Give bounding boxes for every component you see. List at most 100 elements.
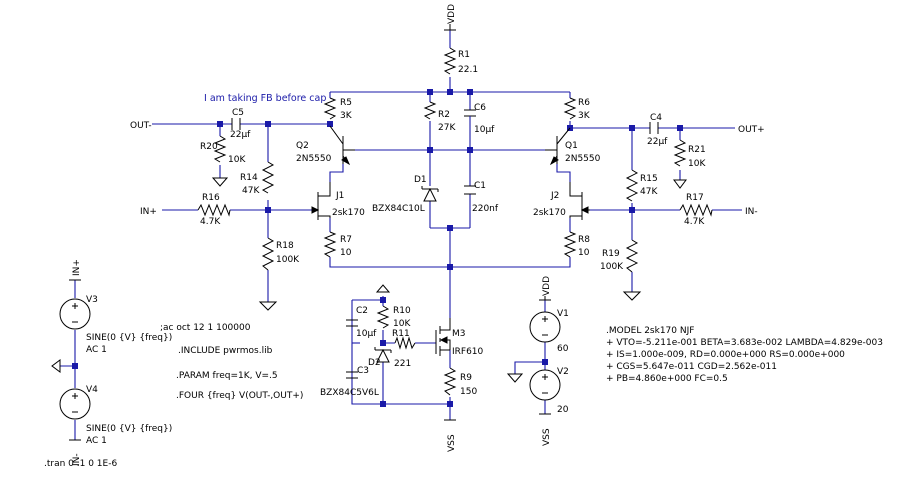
resistor-r10: R10 10K — [376, 305, 411, 329]
bjt-q1: Q1 2N5550 — [545, 127, 601, 166]
svg-text:V4: V4 — [86, 385, 98, 395]
svg-text:VDD: VDD — [447, 4, 457, 24]
svg-text:.MODEL 2sk170 NJF: .MODEL 2sk170 NJF — [606, 326, 694, 336]
svg-text:D1: D1 — [414, 175, 427, 185]
zener-d2: D2 BZX84C5V6L — [320, 347, 392, 398]
svg-text:C5: C5 — [232, 108, 244, 118]
svg-text:R9: R9 — [460, 373, 472, 383]
svg-text:BZX84C10L: BZX84C10L — [372, 204, 425, 214]
svg-text:3K: 3K — [340, 111, 353, 121]
svg-text:C4: C4 — [650, 113, 662, 123]
svg-text:.tran 0 .1 0 1E-6: .tran 0 .1 0 1E-6 — [44, 459, 117, 469]
svg-text:R1: R1 — [458, 50, 470, 60]
svg-text:IN+: IN+ — [140, 207, 157, 217]
svg-text:V3: V3 — [86, 295, 98, 305]
svg-text:10µf: 10µf — [474, 125, 495, 135]
capacitor-c6: C6 10µf — [464, 103, 495, 135]
svg-text:10K: 10K — [688, 159, 706, 169]
svg-text:10K: 10K — [393, 319, 411, 329]
svg-text:IN-: IN- — [745, 207, 758, 217]
svg-text:J2: J2 — [550, 191, 559, 201]
svg-text:+ IS=1.000e-009, RD=0.000e+000: + IS=1.000e-009, RD=0.000e+000 RS=0.000e… — [606, 350, 845, 360]
svg-text:+ PB=4.860e+000 FC=0.5: + PB=4.860e+000 FC=0.5 — [606, 374, 728, 384]
feedback-note: I am taking FB before cap — [204, 93, 326, 104]
svg-text:SINE(0 {V} {freq}): SINE(0 {V} {freq}) — [86, 424, 172, 434]
vss-flag-v2: VSS — [539, 413, 552, 446]
svg-text:2sk170: 2sk170 — [533, 208, 566, 218]
svg-text:R21: R21 — [688, 145, 706, 155]
svg-text:C2: C2 — [356, 306, 368, 316]
source-v1: V1 60 — [529, 309, 569, 354]
jfet-j2: J2 2sk170 — [533, 182, 590, 220]
svg-text:10µf: 10µf — [356, 329, 377, 339]
svg-text:Q1: Q1 — [565, 141, 578, 151]
resistor-r17: R17 4.7K — [679, 193, 713, 227]
resistor-r11: R11 221 — [392, 329, 416, 369]
svg-text:2N5550: 2N5550 — [296, 154, 332, 164]
in-minus-flag-v4: IN- — [69, 439, 82, 466]
svg-text:150: 150 — [460, 387, 477, 397]
svg-text:Q2: Q2 — [296, 141, 309, 151]
svg-text:60: 60 — [557, 344, 569, 354]
net-labels: OUT- OUT+ IN+ IN- I am taking FB before … — [130, 93, 765, 217]
svg-text:IN-: IN- — [72, 453, 82, 466]
svg-text:AC 1: AC 1 — [86, 345, 107, 355]
svg-text:+ CGS=5.647e-011 CGD=2.562e-01: + CGS=5.647e-011 CGD=2.562e-011 — [606, 362, 777, 372]
svg-text:BZX84C5V6L: BZX84C5V6L — [320, 388, 379, 398]
resistor-r20: R20 10K — [200, 135, 246, 165]
svg-text:10: 10 — [340, 248, 352, 258]
svg-text:C3: C3 — [357, 366, 369, 376]
svg-text:C6: C6 — [474, 103, 486, 113]
svg-text:R16: R16 — [202, 193, 220, 203]
vss-flag-bottom: VSS — [444, 419, 457, 452]
svg-text:10: 10 — [578, 248, 590, 258]
svg-text:R17: R17 — [686, 193, 704, 203]
resistor-r21: R21 10K — [673, 139, 706, 169]
in-plus-flag-v3: IN+ — [69, 259, 82, 281]
resistor-r16: R16 4.7K — [197, 193, 231, 227]
svg-text:OUT+: OUT+ — [738, 125, 765, 135]
svg-text:.INCLUDE pwrmos.lib: .INCLUDE pwrmos.lib — [178, 346, 273, 356]
svg-text:100K: 100K — [276, 255, 300, 265]
ground-symbols — [51, 177, 687, 383]
source-v4: V4 SINE(0 {V} {freq}) AC 1 — [59, 385, 172, 446]
resistor-r6: R6 3K — [563, 97, 591, 121]
svg-text:;ac oct 12 1 100000: ;ac oct 12 1 100000 — [160, 323, 251, 333]
resistor-r1: R1 22.1 — [443, 47, 478, 75]
svg-text:VSS: VSS — [542, 428, 552, 446]
jfet-model-directive: .MODEL 2sk170 NJF + VTO=-5.211e-001 BETA… — [606, 326, 883, 384]
svg-text:M3: M3 — [452, 329, 466, 339]
svg-text:.PARAM freq=1K, V=.5: .PARAM freq=1K, V=.5 — [176, 371, 278, 381]
svg-text:SINE(0 {V} {freq}): SINE(0 {V} {freq}) — [86, 333, 172, 343]
svg-text:4.7K: 4.7K — [200, 217, 221, 227]
source-v3: V3 SINE(0 {V} {freq}) AC 1 — [59, 295, 172, 355]
svg-text:3K: 3K — [578, 111, 591, 121]
svg-text:22µf: 22µf — [647, 137, 668, 147]
mosfet-m3: M3 IRF610 — [435, 318, 484, 357]
bjt-q2: Q2 2N5550 — [296, 125, 355, 166]
svg-text:OUT-: OUT- — [130, 121, 152, 131]
svg-text:R20: R20 — [200, 142, 218, 152]
svg-text:22µf: 22µf — [230, 130, 251, 140]
svg-text:2N5550: 2N5550 — [565, 154, 601, 164]
svg-text:100K: 100K — [600, 262, 624, 272]
svg-text:47K: 47K — [242, 186, 260, 196]
svg-text:R7: R7 — [340, 235, 352, 245]
junction-nodes — [72, 89, 683, 407]
svg-text:R6: R6 — [578, 98, 590, 108]
svg-text:10K: 10K — [228, 155, 246, 165]
svg-text:R15: R15 — [640, 174, 658, 184]
svg-text:R14: R14 — [240, 173, 258, 183]
svg-text:220nf: 220nf — [472, 204, 499, 214]
svg-text:D2: D2 — [368, 358, 381, 368]
resistor-r19: R19 100K — [600, 239, 639, 273]
resistor-r5: R5 3K — [323, 97, 353, 121]
capacitor-c5: C5 22µf — [230, 108, 251, 140]
jfet-j1: J1 2sk170 — [311, 182, 365, 220]
resistor-r8: R8 10 — [563, 231, 590, 258]
resistor-r18: R18 100K — [261, 237, 300, 271]
svg-text:221: 221 — [394, 359, 411, 369]
spice-directives: ;ac oct 12 1 100000 .INCLUDE pwrmos.lib … — [44, 323, 303, 469]
capacitor-c4: C4 22µf — [647, 113, 668, 147]
